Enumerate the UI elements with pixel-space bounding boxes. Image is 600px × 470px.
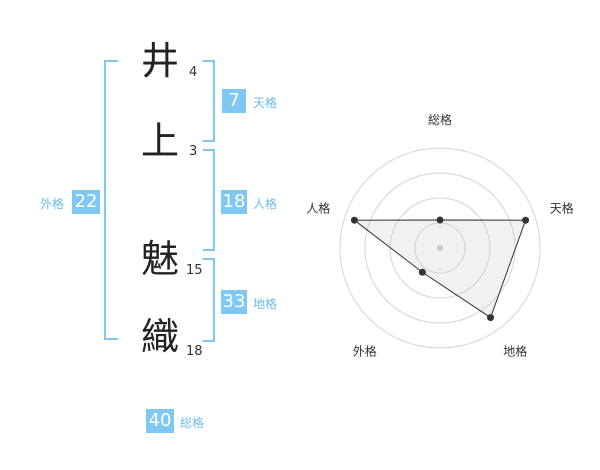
tenkaku-bracket [203, 60, 215, 142]
chikaku-value: 33 [221, 290, 247, 314]
tenkaku-value: 7 [222, 89, 246, 113]
soukaku-label: 総格 [180, 416, 205, 430]
gaikaku-label: 外格 [40, 197, 65, 211]
chikaku-bracket [203, 258, 215, 342]
stroke-count-4: 18 [186, 344, 203, 359]
jinkaku-bracket [203, 149, 215, 251]
radar-center [437, 245, 443, 251]
stroke-count-1: 4 [189, 65, 198, 80]
radar-ring-3 [364, 172, 516, 324]
stroke-count-2: 3 [189, 144, 198, 159]
radar-point-0 [436, 216, 444, 224]
radar-axis-label-1: 天格 [550, 200, 574, 215]
name-char-1: 井 [141, 39, 180, 83]
name-char-4: 織 [141, 315, 180, 359]
name-char-3: 魅 [141, 237, 180, 281]
jinkaku-value: 18 [221, 190, 247, 214]
tenkaku-label: 天格 [253, 96, 278, 110]
radar-axis-label-3: 外格 [353, 344, 377, 359]
radar-axis-label-0: 総格 [428, 112, 452, 127]
name-char-2: 上 [141, 119, 180, 163]
radar-axis-label-2: 地格 [503, 344, 527, 359]
radar-point-3 [418, 268, 426, 276]
jinkaku-label: 人格 [253, 197, 278, 211]
radar-axis-label-4: 人格 [306, 200, 330, 215]
radar-point-2 [487, 314, 495, 322]
stroke-count-3: 15 [186, 263, 203, 278]
radar-point-1 [522, 216, 530, 224]
chikaku-label: 地格 [253, 297, 278, 311]
gaikaku-bracket [104, 60, 118, 340]
radar-point-4 [350, 216, 358, 224]
soukaku-value: 40 [146, 409, 174, 433]
radar-ring-4 [339, 147, 541, 349]
radar-area [352, 219, 527, 319]
gaikaku-value: 22 [72, 190, 100, 214]
